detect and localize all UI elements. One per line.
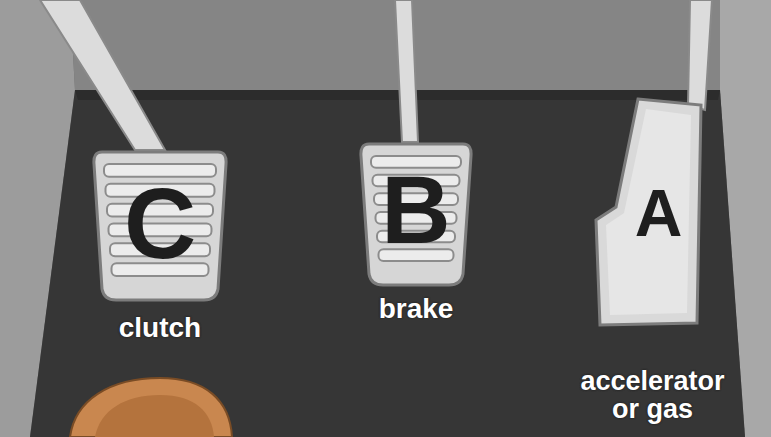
pedal-name: clutch: [75, 313, 245, 342]
pedal-name: brake: [342, 294, 490, 323]
pedal-letter: C: [90, 173, 230, 273]
pedal-letter: A: [590, 180, 705, 246]
pedal: Aaccelerator or gas: [590, 95, 705, 327]
pedal: Bbrake: [357, 140, 475, 288]
pedal: Cclutch: [90, 148, 230, 303]
pedal-name: accelerator or gas: [570, 367, 735, 424]
pedal-letter: B: [357, 162, 475, 258]
